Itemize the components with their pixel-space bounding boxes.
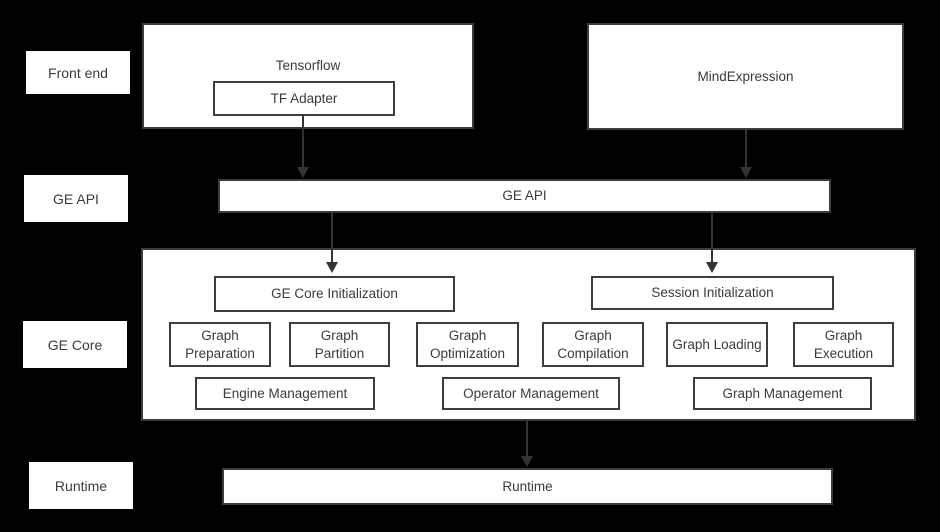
- graph-preparation-box: Graph Preparation: [169, 322, 271, 367]
- arrow-ge-api-to-session-initialization: [706, 213, 718, 273]
- arrow-shaft: [711, 213, 713, 263]
- arrow-ge-api-to-ge-core-initialization: [326, 213, 338, 273]
- tensorflow-label: Tensorflow: [275, 58, 341, 73]
- arrow-head-icon: [297, 167, 309, 178]
- arrow-shaft: [745, 130, 747, 168]
- graph-management-box: Graph Management: [693, 377, 872, 410]
- operator-management-box: Operator Management: [442, 377, 620, 410]
- arrow-head-icon: [326, 262, 338, 273]
- graph-loading-box: Graph Loading: [666, 322, 768, 367]
- rail-label-front-end: Front end: [26, 51, 130, 94]
- tf-adapter-box: TF Adapter: [213, 81, 395, 116]
- graph-optimization-box: Graph Optimization: [416, 322, 519, 367]
- arrow-head-icon: [706, 262, 718, 273]
- graph-partition-box: Graph Partition: [289, 322, 390, 367]
- tensorflow-box: Tensorflow TF Adapter: [142, 23, 474, 129]
- ge-api-bar: GE API: [218, 179, 831, 213]
- ge-core-box: GE Core Initialization Session Initializ…: [141, 248, 916, 421]
- arrow-ge-core-to-runtime: [521, 421, 533, 467]
- arrow-shaft: [331, 213, 333, 263]
- arrow-head-icon: [521, 456, 533, 467]
- runtime-bar: Runtime: [222, 468, 833, 505]
- arrow-mindexpression-to-ge-api: [740, 130, 752, 178]
- session-initialization-box: Session Initialization: [591, 276, 834, 310]
- ge-core-initialization-box: GE Core Initialization: [214, 276, 455, 312]
- engine-management-box: Engine Management: [195, 377, 375, 410]
- arrow-shaft: [302, 114, 304, 168]
- graph-execution-box: Graph Execution: [793, 322, 894, 367]
- rail-label-ge-api: GE API: [24, 175, 128, 222]
- mindexpression-box: MindExpression: [587, 23, 904, 130]
- arrow-head-icon: [740, 167, 752, 178]
- arrow-shaft: [526, 421, 528, 457]
- graph-compilation-box: Graph Compilation: [542, 322, 644, 367]
- rail-label-ge-core: GE Core: [23, 321, 127, 368]
- arrow-tf-adapter-to-ge-api: [297, 114, 309, 178]
- rail-label-runtime: Runtime: [29, 462, 133, 509]
